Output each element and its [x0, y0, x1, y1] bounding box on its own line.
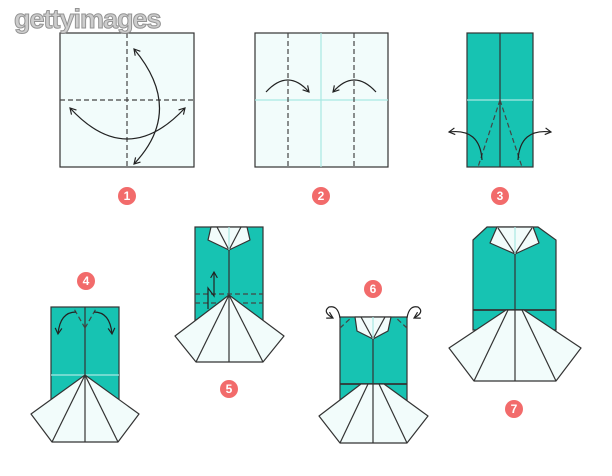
step-6-figure [318, 306, 429, 444]
watermark-logo: gettyimages [14, 4, 163, 35]
step-3-figure [447, 32, 553, 168]
svg-text:3: 3 [497, 189, 504, 203]
step-5-badge: 5 [220, 380, 238, 398]
svg-text:5: 5 [226, 382, 233, 396]
svg-text:1: 1 [124, 189, 131, 203]
step-1-figure [59, 32, 195, 168]
step-1-badge: 1 [118, 187, 136, 205]
step-6-badge: 6 [364, 280, 382, 298]
step-3-badge: 3 [491, 187, 509, 205]
step-4-badge: 4 [77, 272, 95, 290]
step-5-figure [174, 226, 285, 363]
svg-text:6: 6 [370, 282, 377, 296]
svg-text:7: 7 [511, 402, 518, 416]
step-7-figure [448, 226, 582, 382]
step-2-badge: 2 [312, 187, 330, 205]
step-4-figure [30, 306, 140, 443]
svg-text:4: 4 [83, 274, 90, 288]
step-7-badge: 7 [505, 400, 523, 418]
svg-text:2: 2 [318, 189, 325, 203]
step-2-figure [254, 32, 389, 168]
